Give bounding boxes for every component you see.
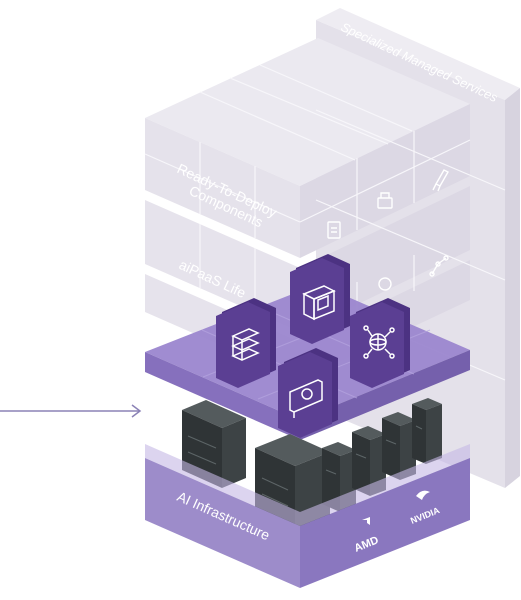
- cycle-icon: [378, 277, 392, 291]
- network-icon: [429, 255, 449, 277]
- purple-layer-front: [145, 352, 300, 440]
- specialized-column-right: [505, 88, 520, 488]
- network-tile: [350, 298, 410, 388]
- server-stack-icon: [231, 328, 260, 361]
- tools-icon: [377, 192, 393, 209]
- specialized-column-side: [316, 8, 520, 100]
- base-side: [300, 458, 470, 588]
- pointer-arrow: [0, 404, 142, 418]
- server-rack: [412, 398, 442, 464]
- network-globe-icon: [363, 325, 395, 359]
- icon-tiles: [216, 254, 410, 438]
- aipaas-block-front: [145, 200, 300, 332]
- purple-layer-side: [300, 350, 470, 440]
- gpu-tile: [278, 348, 338, 438]
- rocket-icon: [432, 169, 449, 192]
- chip-tile: [290, 254, 350, 344]
- base-front: [145, 458, 300, 588]
- gpu-card-icon: [289, 379, 323, 418]
- infrastructure-base: AI Infrastructure AMD NVIDIA: [145, 444, 470, 588]
- chip-icon: [302, 285, 336, 321]
- server-stack-tile: [216, 298, 276, 388]
- document-icon: [327, 221, 341, 239]
- server-racks: [182, 398, 442, 532]
- ready-block-top: [145, 38, 470, 186]
- base-top: [145, 444, 470, 526]
